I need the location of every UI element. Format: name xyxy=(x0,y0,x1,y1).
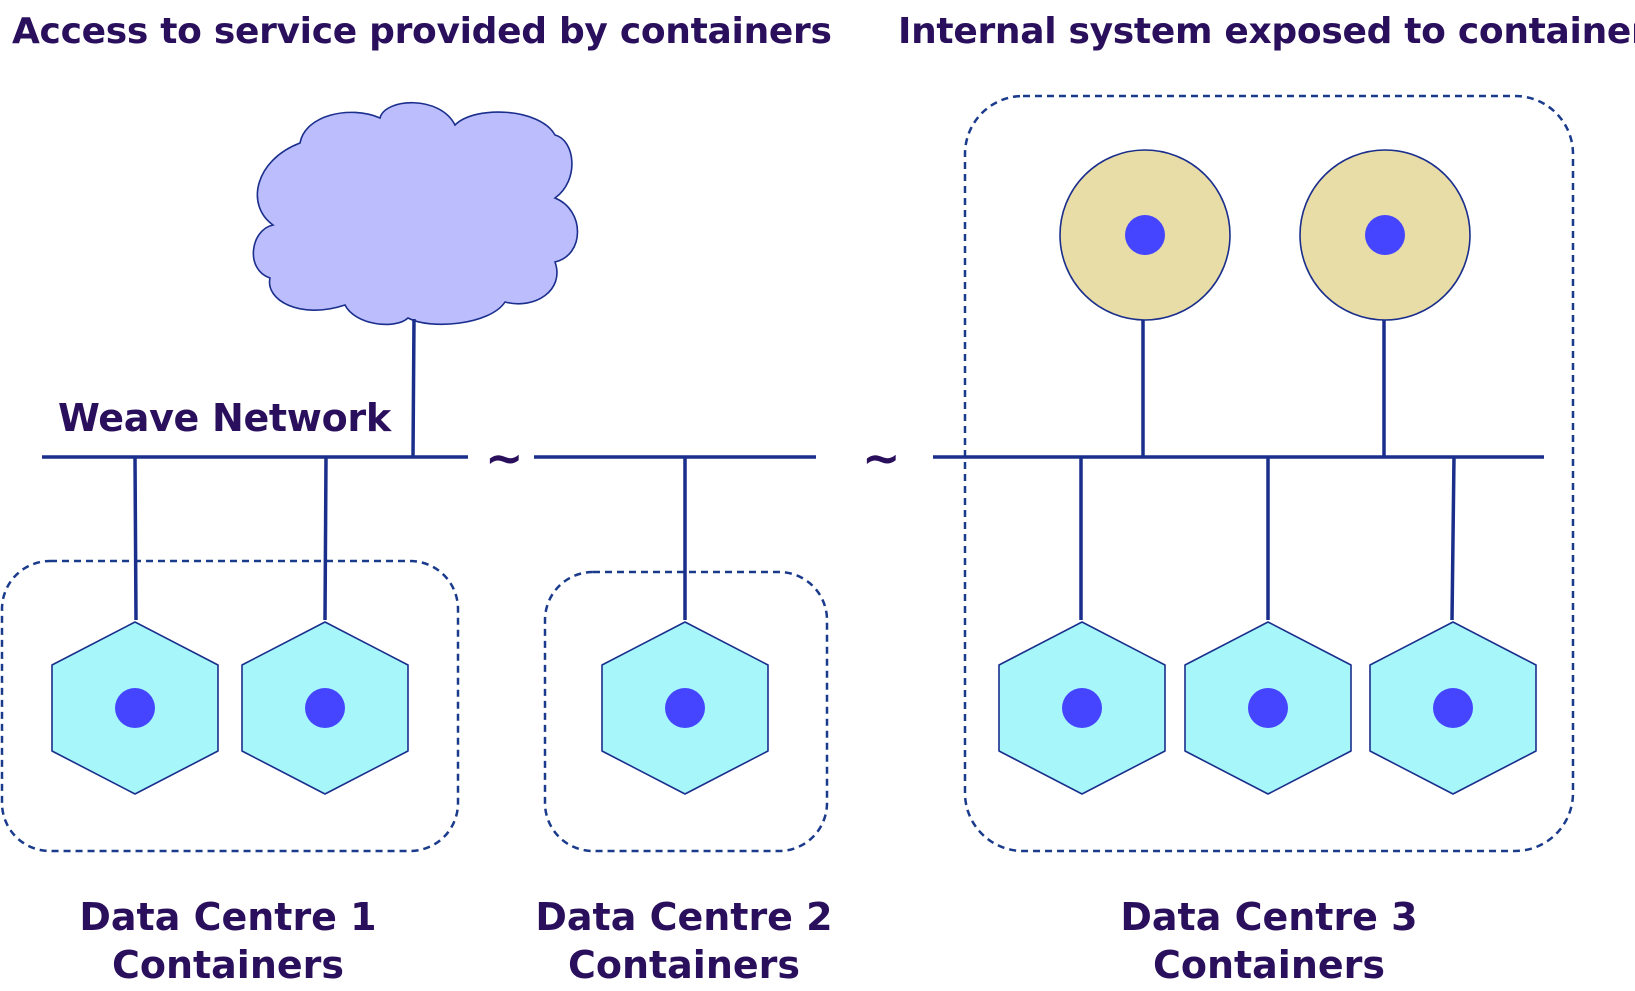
data-centre-3-caption: Data Centre 3 Containers xyxy=(1059,893,1479,989)
heading-left: Access to service provided by containers xyxy=(12,11,832,52)
container-hexagon-icon xyxy=(601,621,769,795)
data-centre-1-caption: Data Centre 1 Containers xyxy=(18,893,438,989)
container-hexagon-icon xyxy=(241,621,409,795)
data-centre-2-caption: Data Centre 2 Containers xyxy=(474,893,894,989)
data-centre-2-title: Data Centre 2 xyxy=(535,895,833,939)
dc1-link-1 xyxy=(133,456,138,621)
heading-right: Internal system exposed to containers xyxy=(898,11,1635,52)
data-centre-3-subtitle: Containers xyxy=(1152,943,1386,987)
data-centre-3-box xyxy=(963,94,1575,853)
data-centre-2-subtitle: Containers xyxy=(567,943,801,987)
weave-network-label: Weave Network xyxy=(58,396,391,440)
data-centre-2-box xyxy=(543,570,829,853)
cloud-link xyxy=(411,318,416,458)
dc1-link-2 xyxy=(323,456,328,621)
network-separator-2: ~ xyxy=(862,431,901,485)
weave-network-lines xyxy=(42,318,1544,621)
internal-system-circle-icon xyxy=(1059,149,1231,321)
dc3-link-3 xyxy=(1450,456,1456,621)
network-separator-1: ~ xyxy=(485,431,524,485)
cloud-icon xyxy=(252,101,579,326)
data-centre-1-subtitle: Containers xyxy=(111,943,345,987)
data-centre-1-title: Data Centre 1 xyxy=(79,895,377,939)
container-hexagon-icon xyxy=(1369,621,1537,795)
container-hexagon-icon xyxy=(1184,621,1352,795)
data-centre-3-title: Data Centre 3 xyxy=(1120,895,1418,939)
internal-system-circle-icon xyxy=(1299,149,1471,321)
container-hexagon-icon xyxy=(998,621,1166,795)
data-centre-1-box xyxy=(0,559,460,853)
container-hexagon-icon xyxy=(51,621,219,795)
